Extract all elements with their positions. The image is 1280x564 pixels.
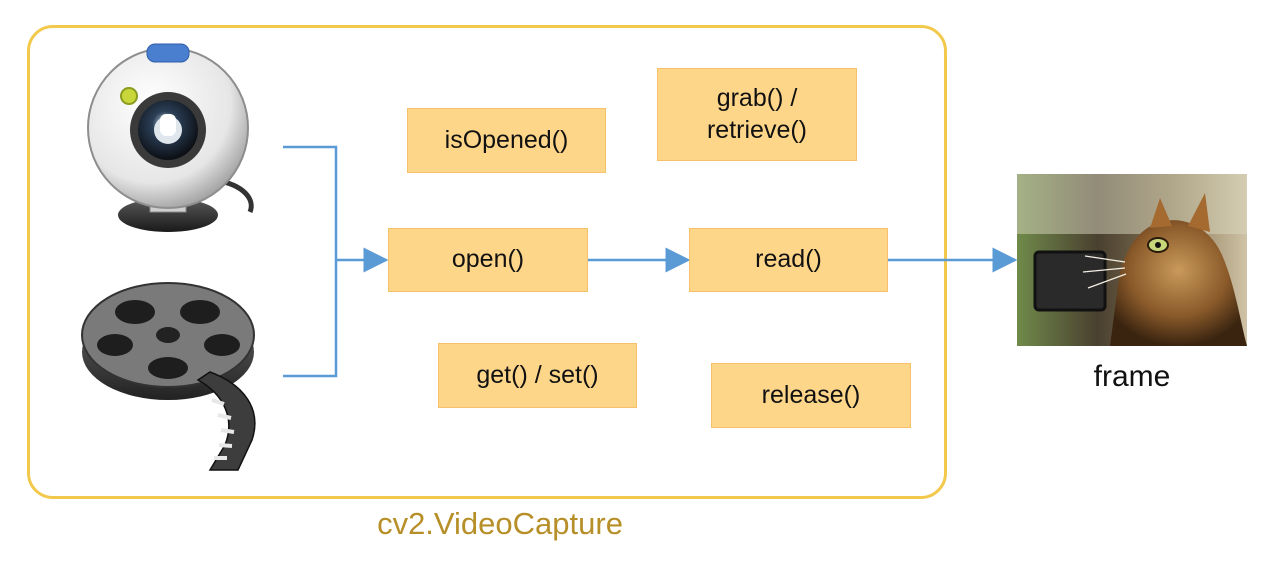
open-label: open() <box>451 245 525 274</box>
frame-label: frame <box>1093 360 1171 393</box>
read-label: read() <box>755 245 822 274</box>
open-box: open() <box>388 228 588 292</box>
is-opened-box: isOpened() <box>407 108 606 173</box>
videocapture-caption: cv2.VideoCapture <box>377 506 623 541</box>
release-box: release() <box>711 363 911 428</box>
video-connector <box>283 260 338 378</box>
release-label: release() <box>761 380 861 409</box>
grab-retrieve-box: grab() / retrieve() <box>657 68 857 161</box>
webcam-connector <box>283 145 338 260</box>
videocapture-container <box>27 25 947 499</box>
get-set-label: get() / set() <box>476 360 599 389</box>
grab-label: grab() / <box>716 84 798 113</box>
is-opened-label: isOpened() <box>444 125 569 154</box>
retrieve-label: retrieve() <box>706 115 807 144</box>
read-box: read() <box>689 228 888 292</box>
get-set-box: get() / set() <box>438 343 637 408</box>
